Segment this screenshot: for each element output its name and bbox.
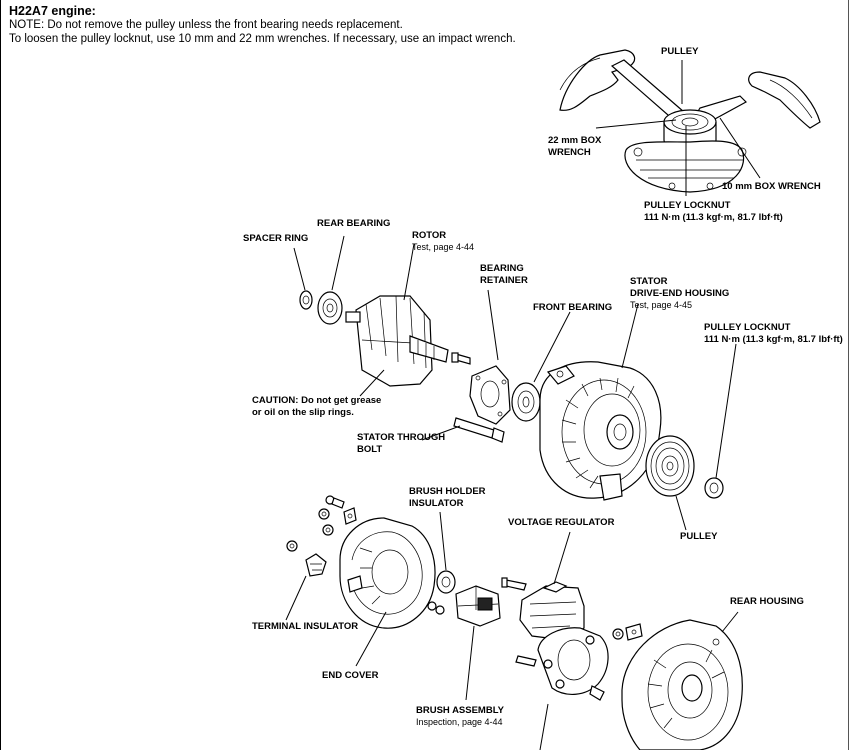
rear-bearing-part [317,235,345,325]
label-rotor-test: Test, page 4-44 [412,242,475,252]
label-caution-line2: or oil on the slip rings. [252,407,354,418]
stator-drive-end-housing-part [539,303,662,501]
right-hand-illustration [748,71,821,129]
label-locknut-top: PULLEY LOCKNUT [644,200,731,211]
rear-housing-part [621,611,743,750]
loosen-instruction: To loosen the pulley locknut, use 10 mm … [9,33,516,45]
brush-holder-insulator-part [427,511,456,615]
engine-title: H22A7 engine: [9,4,96,18]
end-cover-part [339,517,436,667]
label-front-bearing: FRONT BEARING [533,302,613,313]
label-brush-holder-line1: BRUSH HOLDER [409,486,486,497]
stator-through-bolt-part [421,417,505,443]
label-stator-bolt-line2: BOLT [357,444,383,455]
wrench-inset [559,49,821,196]
terminal-insulator-part [285,553,327,621]
label-22mm-wrench-line1: 22 mm BOX [548,135,602,146]
label-rear-housing: REAR HOUSING [730,596,804,607]
label-rotor: ROTOR [412,230,447,241]
label-brush-inspection: Inspection, page 4-44 [416,717,503,727]
label-brush-holder-line2: INSULATOR [409,498,464,509]
rectifier-part [515,627,609,750]
label-terminal-insulator: TERMINAL INSULATOR [252,621,359,632]
pulley-locknut-part [704,343,737,499]
label-end-cover: END COVER [322,670,379,681]
label-voltage-regulator: VOLTAGE REGULATOR [508,517,615,528]
label-stator-line2: DRIVE-END HOUSING [630,288,730,299]
label-bearing-retainer-line1: BEARING [480,263,524,274]
label-rear-bearing: REAR BEARING [317,218,391,229]
voltage-regulator-part [501,531,585,641]
label-caution-line1: CAUTION: Do not get grease [252,395,382,406]
rotor-bolt [451,352,471,365]
bearing-retainer-part [469,289,511,425]
note-text: NOTE: Do not remove the pulley unless th… [9,19,403,31]
spacer-ring-part [293,247,313,310]
small-hardware [286,495,357,552]
front-bearing-part [511,311,571,422]
label-bearing-retainer-line2: RETAINER [480,275,528,286]
label-stator-line1: STATOR [630,276,668,287]
label-pulley-right: PULLEY [680,531,718,542]
label-locknut-top-torque: 111 N·m (11.3 kgf·m, 81.7 lbf·ft) [644,212,783,223]
rotor-part [345,243,449,397]
label-pulley-top: PULLEY [661,46,699,57]
brush-assembly-part [455,585,501,701]
label-10mm-wrench: 10 mm BOX WRENCH [722,181,821,192]
label-spacer-ring: SPACER RING [243,233,309,244]
label-brush-assembly: BRUSH ASSEMBLY [416,705,504,716]
pulley-part [645,435,695,531]
label-22mm-wrench-line2: WRENCH [548,147,591,158]
label-stator-test: Test, page 4-45 [630,300,693,310]
rear-housing-hardware [612,623,643,641]
label-locknut-right-torque: 111 N·m (11.3 kgf·m, 81.7 lbf·ft) [704,334,843,345]
label-stator-bolt-line1: STATOR THROUGH [357,432,446,443]
label-locknut-right: PULLEY LOCKNUT [704,322,791,333]
